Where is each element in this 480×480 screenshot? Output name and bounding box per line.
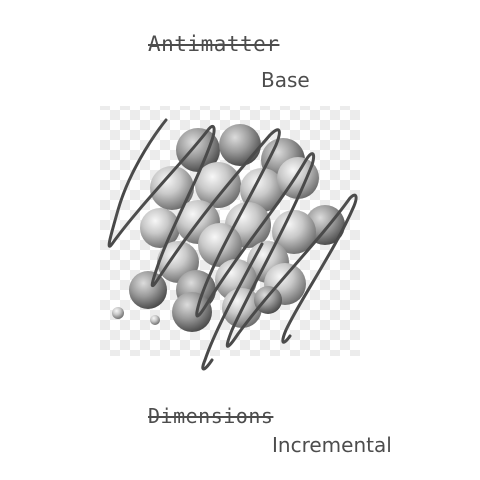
struck-title-text: Antimatter bbox=[148, 32, 280, 56]
scribble-lower-stroke bbox=[201, 242, 264, 371]
replacement-title-text: Base bbox=[261, 68, 310, 92]
struck-subtitle-text: Dimensions bbox=[148, 404, 274, 428]
scribble-strikeout bbox=[107, 118, 358, 348]
replacement-subtitle-text: Incremental bbox=[272, 433, 392, 457]
